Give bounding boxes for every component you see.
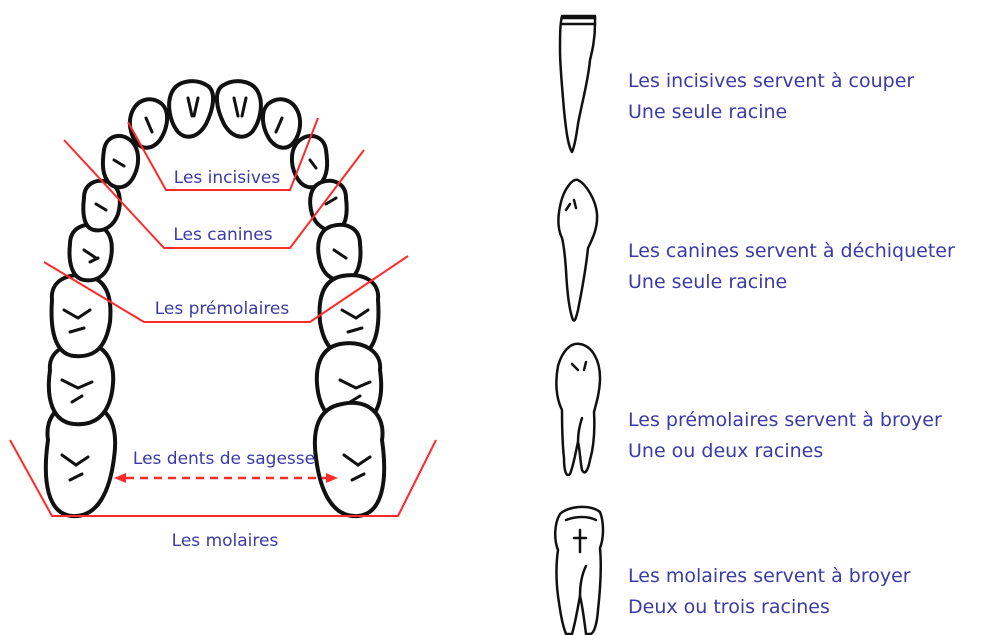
molaires-roots-text: Deux ou trois racines [628, 592, 911, 623]
premolaires-roots-text: Une ou deux racines [628, 436, 942, 467]
premolaires-function-text: Les prémolaires servent à broyer [628, 405, 942, 436]
incisives-description: Les incisives servent à couper Une seule… [628, 66, 914, 128]
left-premolar-2 [70, 225, 112, 281]
incisives-roots-text: Une seule racine [628, 97, 914, 128]
left-canine [103, 136, 138, 187]
molaires-function-text: Les molaires servent à broyer [628, 561, 911, 592]
canines-roots-text: Une seule racine [628, 267, 955, 298]
label-dents-sagesse: Les dents de sagesse [133, 449, 315, 469]
incisives-function-text: Les incisives servent à couper [628, 66, 914, 97]
canines-function-text: Les canines servent à déchiqueter [628, 236, 955, 267]
wisdom-teeth-arrow [114, 473, 338, 483]
right-lateral-incisor [263, 99, 300, 147]
label-molaires: Les molaires [172, 531, 279, 551]
incisor-tooth-icon [560, 16, 595, 152]
premolar-tooth-icon [556, 344, 600, 475]
premolaires-description: Les prémolaires servent à broyer Une ou … [628, 405, 942, 467]
molaires-description: Les molaires servent à broyer Deux ou tr… [628, 561, 911, 623]
canines-description: Les canines servent à déchiqueter Une se… [628, 236, 955, 298]
molar-tooth-icon [555, 507, 603, 634]
label-incisives: Les incisives [174, 168, 281, 188]
label-canines: Les canines [173, 225, 272, 245]
right-central-incisor [217, 81, 261, 136]
canine-tooth-icon [559, 180, 598, 321]
label-premolaires: Les prémolaires [155, 299, 290, 319]
